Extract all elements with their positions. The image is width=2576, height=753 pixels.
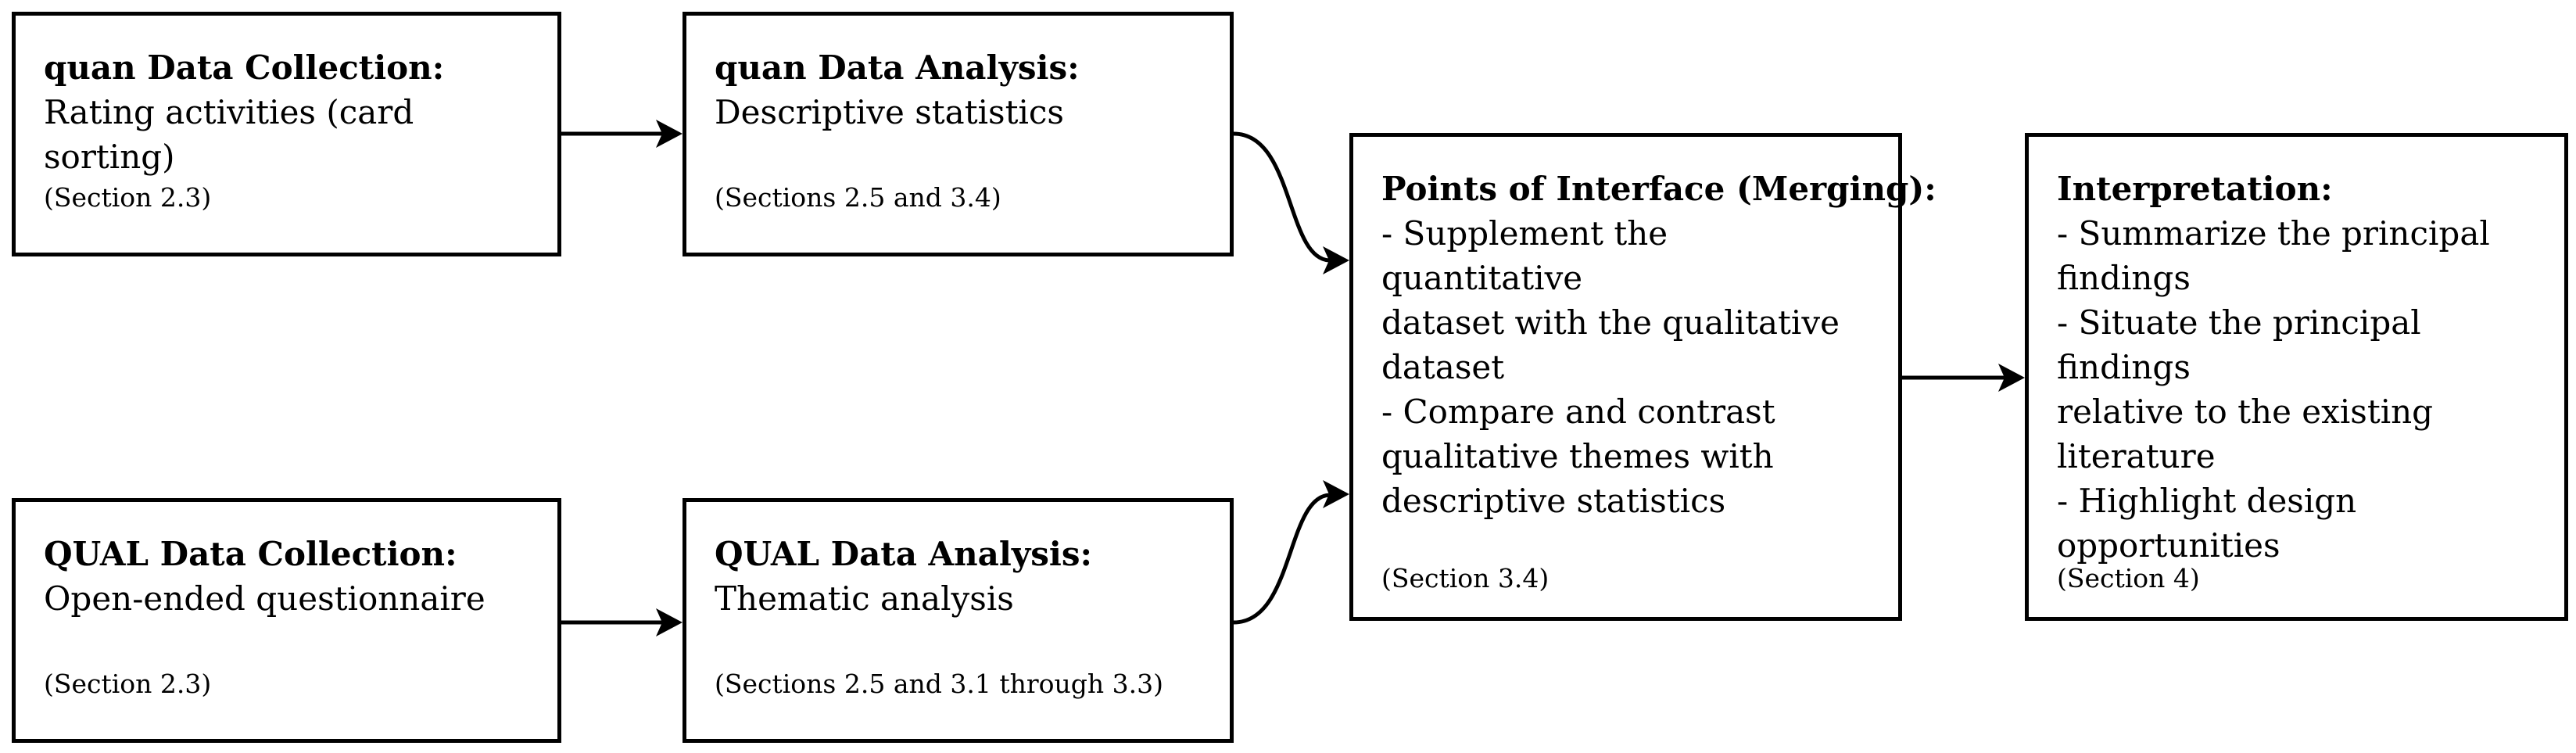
arrowhead-qual-analysis bbox=[656, 608, 683, 636]
qual-data-collection-section: (Section 2.3) bbox=[44, 669, 212, 699]
qual-data-collection-title: QUAL Data Collection: bbox=[44, 535, 457, 573]
arrow-qual-analysis-to-merging bbox=[1233, 493, 1330, 625]
qual-data-collection-box: QUAL Data Collection: Open-ended questio… bbox=[12, 498, 561, 743]
quan-data-analysis-title: quan Data Analysis: bbox=[715, 48, 1080, 87]
merging-body: - Supplement the quantitative dataset wi… bbox=[1381, 214, 1840, 520]
arrowhead-merging-top bbox=[1323, 246, 1349, 274]
quan-data-analysis-body: Descriptive statistics bbox=[715, 93, 1064, 131]
quan-data-collection-box: quan Data Collection: Rating activities … bbox=[12, 12, 561, 256]
arrow-quan-analysis-to-merging bbox=[1233, 131, 1330, 263]
quan-data-collection-title: quan Data Collection: bbox=[44, 48, 445, 87]
interpretation-body: - Summarize the principal findings - Sit… bbox=[2057, 214, 2490, 565]
quan-data-analysis-section: (Sections 2.5 and 3.4) bbox=[715, 182, 1001, 213]
arrowhead-interpretation bbox=[1998, 364, 2025, 392]
quan-data-collection-body: Rating activities (card sorting) bbox=[44, 93, 414, 176]
qual-data-analysis-section: (Sections 2.5 and 3.1 through 3.3) bbox=[715, 669, 1163, 699]
interpretation-section: (Section 4) bbox=[2057, 563, 2200, 593]
qual-data-analysis-box: QUAL Data Analysis: Thematic analysis (S… bbox=[683, 498, 1234, 743]
merging-section: (Section 3.4) bbox=[1381, 563, 1550, 593]
arrowhead-quan-analysis bbox=[656, 120, 683, 148]
qual-data-analysis-title: QUAL Data Analysis: bbox=[715, 535, 1092, 573]
quan-data-collection-section: (Section 2.3) bbox=[44, 182, 212, 213]
qual-data-analysis-body: Thematic analysis bbox=[715, 579, 1014, 618]
arrowhead-merging-bottom bbox=[1323, 480, 1349, 508]
merging-title: Points of Interface (Merging): bbox=[1381, 170, 1936, 208]
quan-data-analysis-box: quan Data Analysis: Descriptive statisti… bbox=[683, 12, 1234, 256]
interpretation-box: Interpretation: - Summarize the principa… bbox=[2025, 133, 2568, 621]
merging-box: Points of Interface (Merging): - Supplem… bbox=[1349, 133, 1936, 621]
qual-data-collection-body: Open-ended questionnaire bbox=[44, 579, 485, 618]
interpretation-title: Interpretation: bbox=[2057, 170, 2333, 208]
